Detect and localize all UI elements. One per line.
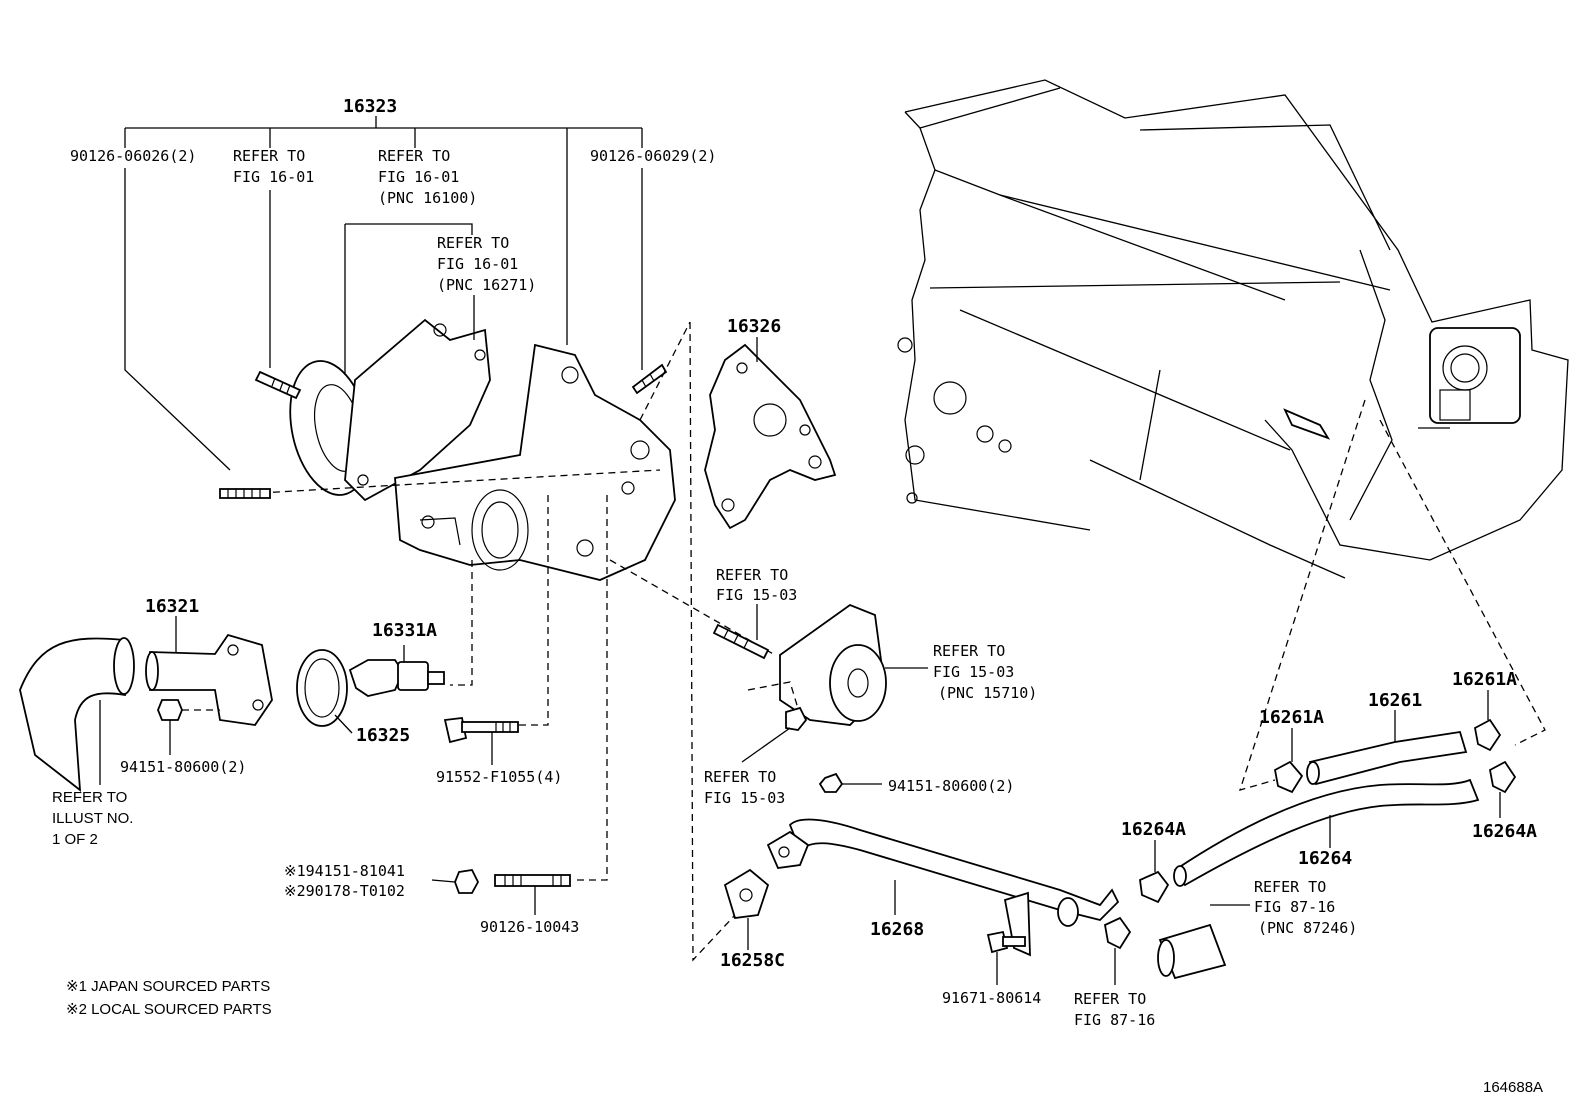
- water-inlet-16321[interactable]: [145, 616, 273, 726]
- water-bypass-pipe-16268[interactable]: [766, 818, 1120, 957]
- label-16258C: 16258C: [720, 950, 785, 971]
- bolt-91671-80614[interactable]: [986, 930, 1026, 985]
- label-1-of-2: 1 OF 2: [52, 831, 98, 848]
- clamp-16264A-a[interactable]: [1139, 840, 1170, 904]
- label-16323: 16323: [343, 96, 397, 117]
- gasket-16325[interactable]: [296, 649, 353, 734]
- label-fig-87-16: FIG 87-16: [1074, 1011, 1155, 1029]
- hose-16261[interactable]: [1306, 710, 1468, 786]
- stud-90126-06026[interactable]: [219, 488, 271, 499]
- clamp-16264A-b[interactable]: [1488, 760, 1517, 818]
- label-refer-to: REFER TO: [716, 566, 788, 584]
- label-fig-16-01: FIG 16-01: [233, 168, 314, 186]
- stud-90126-06029[interactable]: [631, 363, 668, 395]
- label-90126-06029: 90126-06029(2): [590, 147, 716, 165]
- label-16268: 16268: [870, 919, 924, 940]
- label-pnc-16271: (PNC 16271): [437, 276, 536, 294]
- water-pump-assembly[interactable]: [224, 318, 676, 581]
- label-16261A: 16261A: [1452, 669, 1517, 690]
- label-illust-no: ILLUST NO.: [52, 810, 133, 827]
- label-16326: 16326: [727, 316, 781, 337]
- clamp-16261A-b[interactable]: [1473, 690, 1502, 752]
- gasket-16326[interactable]: [704, 337, 837, 530]
- label-fig-15-03: FIG 15-03: [704, 789, 785, 807]
- label-refer-to: REFER TO: [378, 147, 450, 165]
- gasket-16258C[interactable]: [723, 868, 770, 950]
- stud-15-03[interactable]: [712, 604, 770, 660]
- nut-94151-80600-b[interactable]: [818, 772, 882, 793]
- figure-id: 164688A: [1483, 1079, 1543, 1096]
- label-pnc-87246: (PNC 87246): [1258, 919, 1357, 937]
- clamp-16261A-a[interactable]: [1273, 728, 1304, 794]
- label-91552-F1055: 91552-F1055(4): [436, 768, 562, 786]
- label-fig-15-03: FIG 15-03: [716, 586, 797, 604]
- label-91671-80614: 91671-80614: [942, 989, 1041, 1007]
- note-japan-sourced: ※1 JAPAN SOURCED PARTS: [66, 978, 270, 995]
- label-16261: 16261: [1368, 690, 1422, 711]
- label-16261A: 16261A: [1259, 707, 1324, 728]
- label-94151-80600-a: 94151-80600(2): [120, 758, 246, 776]
- label-refer-to: REFER TO: [437, 234, 509, 252]
- dashed-guides-right: [1239, 399, 1546, 791]
- label-fig-15-03: FIG 15-03: [933, 663, 1014, 681]
- label-fig-16-01: FIG 16-01: [437, 255, 518, 273]
- radiator-hose[interactable]: [19, 637, 135, 792]
- bolt-upper-left[interactable]: [254, 370, 302, 400]
- label-16331A: 16331A: [372, 620, 437, 641]
- label-refer-to: REFER TO: [704, 768, 776, 786]
- label-refer-to: REFER TO: [233, 147, 305, 165]
- nut-194151-81041[interactable]: [431, 869, 480, 894]
- nut-94151-80600-a[interactable]: [157, 699, 220, 755]
- oil-filter-bracket[interactable]: [747, 603, 928, 726]
- label-90126-06026: 90126-06026(2): [70, 147, 196, 165]
- engine-block-outline: [897, 79, 1569, 579]
- stud-90126-10043[interactable]: [494, 874, 571, 915]
- label-16321: 16321: [145, 596, 199, 617]
- label-290178-T0102: ※290178-T0102: [284, 882, 405, 900]
- label-fig-16-01: FIG 16-01: [378, 168, 459, 186]
- label-16264A: 16264A: [1121, 819, 1186, 840]
- note-local-sourced: ※2 LOCAL SOURCED PARTS: [66, 1001, 272, 1018]
- label-refer-to: REFER TO: [1074, 990, 1146, 1008]
- label-pnc-16100: (PNC 16100): [378, 189, 477, 207]
- label-16264: 16264: [1298, 848, 1352, 869]
- label-16264A: 16264A: [1472, 821, 1537, 842]
- label-fig-87-16: FIG 87-16: [1254, 898, 1335, 916]
- hose-refer-87-16[interactable]: [1157, 904, 1250, 980]
- label-16325: 16325: [356, 725, 410, 746]
- clamp-refer-87-16[interactable]: [1103, 916, 1132, 985]
- bolt-91552-F1055[interactable]: [443, 717, 519, 765]
- callout-tree-16323: [124, 116, 643, 471]
- thermostat-16331A[interactable]: [348, 645, 445, 697]
- label-194151-81041: ※194151-81041: [284, 862, 405, 880]
- label-refer-to: REFER TO: [933, 642, 1005, 660]
- label-pnc-15710: (PNC 15710): [938, 684, 1037, 702]
- nut-15-03[interactable]: [741, 706, 808, 763]
- hose-16264[interactable]: [1173, 778, 1480, 887]
- label-90126-10043: 90126-10043: [480, 918, 579, 936]
- label-refer-to: REFER TO: [1254, 878, 1326, 896]
- label-94151-80600-b: 94151-80600(2): [888, 777, 1014, 795]
- label-refer-to: REFER TO: [52, 789, 127, 806]
